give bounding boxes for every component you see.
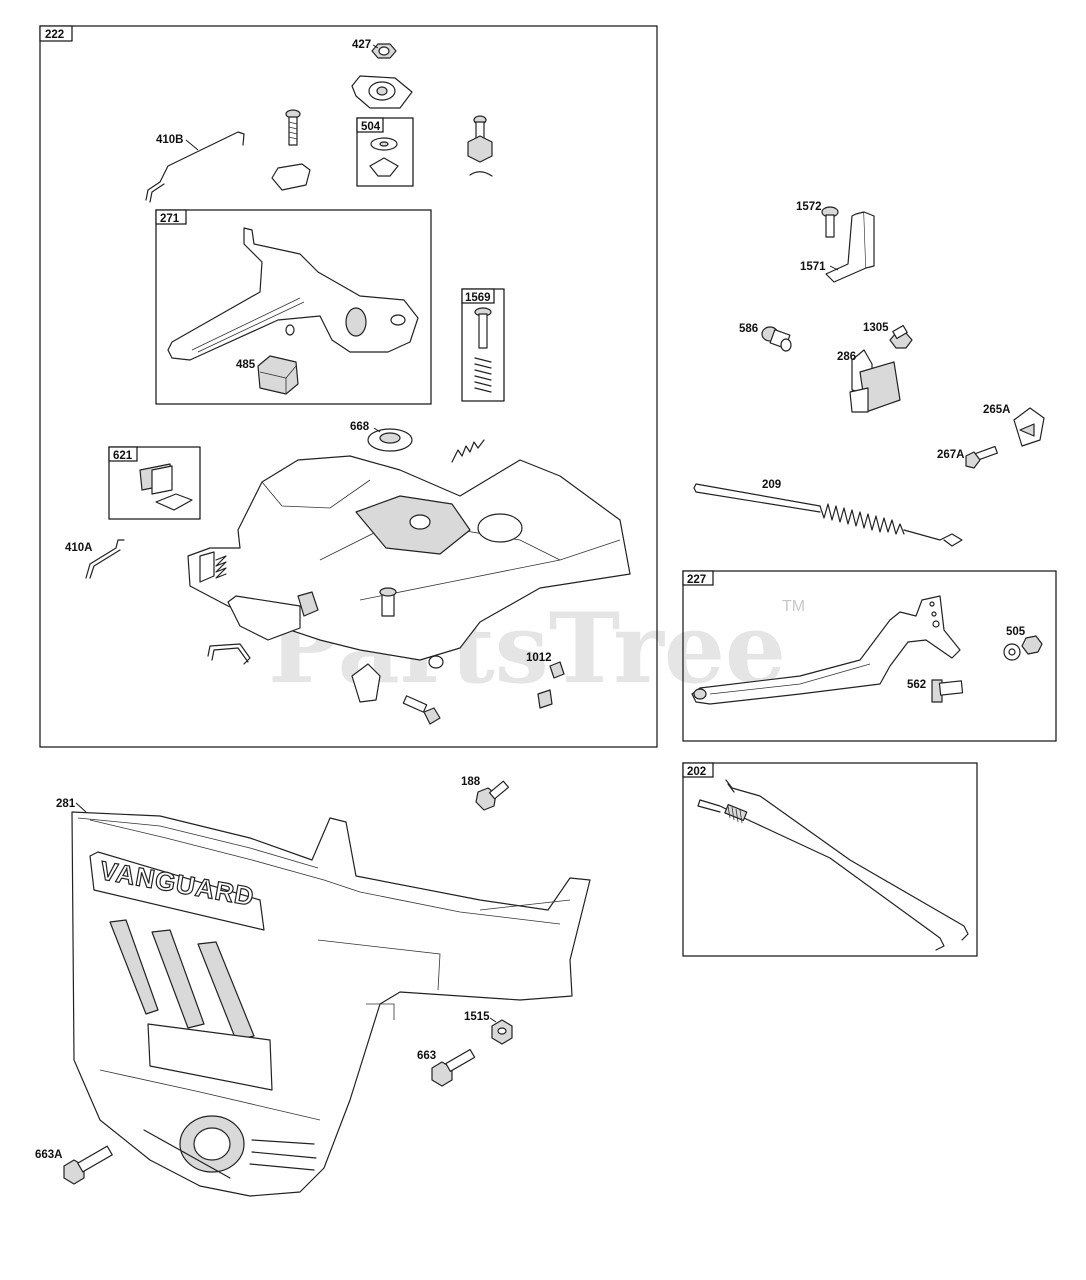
part-267A-screw[interactable]: [965, 445, 998, 469]
callout-485: 485: [236, 359, 256, 371]
part-wire-clip[interactable]: [207, 643, 251, 665]
part-410B-rod[interactable]: [145, 131, 245, 201]
box-222-label: 222: [45, 29, 64, 41]
part-663-bolt[interactable]: [431, 1048, 476, 1087]
box-227-label: 227: [687, 574, 706, 586]
part-1571-bracket[interactable]: [825, 211, 875, 283]
callout-1572: 1572: [796, 201, 822, 213]
callout-668: 668: [350, 421, 370, 433]
box-271-label: 271: [160, 213, 180, 225]
part-202-rod[interactable]: [697, 779, 969, 951]
part-1572-bolt[interactable]: [821, 206, 839, 238]
part-clip[interactable]: [271, 163, 311, 191]
part-188-bolt[interactable]: [475, 780, 510, 811]
part-222-control-bracket[interactable]: [187, 455, 631, 669]
box-504-frame: [356, 117, 414, 187]
callout-1305: 1305: [863, 322, 889, 334]
part-505-nut[interactable]: [1003, 635, 1043, 661]
part-410A-link[interactable]: [85, 539, 125, 579]
callout-209: 209: [762, 479, 781, 491]
part-271-bracket[interactable]: [167, 227, 419, 361]
part-504-spring-washer[interactable]: [369, 157, 399, 177]
part-lower-screw[interactable]: [402, 695, 441, 725]
part-washer-plate[interactable]: [351, 75, 413, 109]
box-202-label: 202: [687, 766, 706, 778]
callout-267A: 267A: [937, 449, 965, 461]
callout-286: 286: [837, 351, 856, 363]
box-621-frame: [108, 446, 201, 520]
callout-1515: 1515: [464, 1011, 490, 1023]
part-screw-upper[interactable]: [285, 109, 301, 146]
box-227-frame: [682, 570, 1057, 742]
callout-410B: 410B: [156, 134, 184, 146]
part-227-lever[interactable]: [691, 595, 961, 705]
part-265A-clip[interactable]: [1013, 407, 1045, 447]
part-1012[interactable]: [537, 661, 565, 709]
part-1305-bolt[interactable]: [889, 324, 913, 349]
part-485-block[interactable]: [257, 355, 299, 395]
callout-281: 281: [56, 798, 76, 810]
callout-188: 188: [461, 776, 481, 788]
part-621-clip[interactable]: [139, 463, 193, 511]
box-202-frame: [682, 762, 978, 957]
part-562-pin[interactable]: [931, 679, 964, 703]
part-668-grommet[interactable]: [367, 428, 413, 452]
callout-1012: 1012: [526, 652, 552, 664]
callout-410A: 410A: [65, 542, 93, 554]
box-222-tab: [39, 25, 73, 42]
watermark-tm: TM: [782, 598, 805, 615]
part-209-spring-link[interactable]: [693, 483, 963, 547]
box-271-frame: [155, 209, 432, 405]
callout-265A: 265A: [983, 404, 1011, 416]
callout-505: 505: [1006, 626, 1026, 638]
box-1569-label: 1569: [465, 292, 491, 304]
part-586-fitting[interactable]: [761, 326, 792, 352]
callout-427: 427: [352, 39, 371, 51]
part-fitting[interactable]: [467, 115, 493, 177]
box-222-frame: [39, 25, 658, 748]
part-1569-bolt-spring[interactable]: [474, 307, 492, 393]
callout-586: 586: [739, 323, 758, 335]
part-1515-nut[interactable]: [491, 1019, 513, 1045]
part-663A-bolt[interactable]: [63, 1145, 113, 1185]
callout-663: 663: [417, 1050, 436, 1062]
part-governor-spring[interactable]: [451, 439, 485, 463]
part-281-housing[interactable]: VANGUARD: [71, 811, 591, 1197]
box-621-label: 621: [113, 450, 133, 462]
box-504-label: 504: [361, 121, 381, 133]
callout-663A: 663A: [35, 1149, 63, 1161]
callout-1571: 1571: [800, 261, 826, 273]
part-286-bracket[interactable]: [849, 349, 901, 413]
part-lower-bracket[interactable]: [351, 663, 381, 703]
callout-562: 562: [907, 679, 926, 691]
